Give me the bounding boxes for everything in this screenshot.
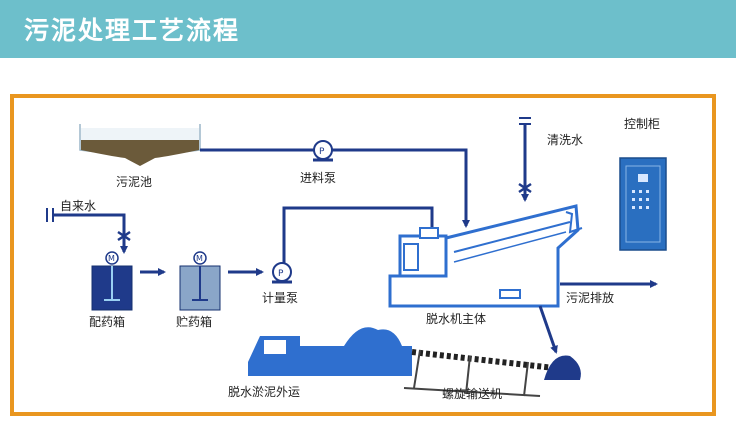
storage-tank: M: [179, 251, 221, 311]
dewatering-unit: [388, 204, 583, 308]
mixing-tank-label: 配药箱: [89, 314, 125, 329]
feed-pipe: [200, 148, 470, 228]
control-cabinet: [619, 157, 667, 251]
feed-pump: P: [313, 140, 333, 162]
metering-pump: P: [272, 262, 292, 284]
wash-water-pipe: [518, 117, 532, 202]
tap-water-pipe: [46, 208, 131, 254]
metering-pump-label: 计量泵: [262, 291, 298, 305]
storage-tank-label: 贮药箱: [176, 314, 212, 329]
control-cabinet-label: 控制柜: [624, 117, 660, 131]
feed-pump-label: 进料泵: [300, 171, 336, 185]
svg-text:P: P: [278, 269, 284, 279]
screw-conveyor-label: 螺旋输送机: [442, 386, 502, 401]
dewatering-unit-label: 脱水机主体: [426, 311, 486, 326]
title-bar: 污泥处理工艺流程: [0, 0, 736, 58]
truck-label: 脱水淤泥外运: [228, 384, 300, 399]
sludge-discharge-label: 污泥排放: [566, 290, 614, 305]
diagram-frame: [10, 94, 716, 416]
page-title: 污泥处理工艺流程: [24, 16, 241, 45]
truck: [248, 327, 412, 376]
screw-conveyor: [403, 349, 581, 397]
tap-water-label: 自来水: [60, 199, 96, 213]
wash-water-label: 清洗水: [547, 133, 583, 147]
svg-text:P: P: [319, 147, 325, 157]
svg-text:M: M: [196, 254, 203, 263]
svg-text:M: M: [108, 254, 115, 263]
drop-to-conveyor-arrow: [538, 305, 558, 354]
sludge-tank-label: 污泥池: [116, 175, 152, 189]
sludge-tank: [79, 124, 201, 166]
mixing-tank: M: [91, 251, 133, 311]
